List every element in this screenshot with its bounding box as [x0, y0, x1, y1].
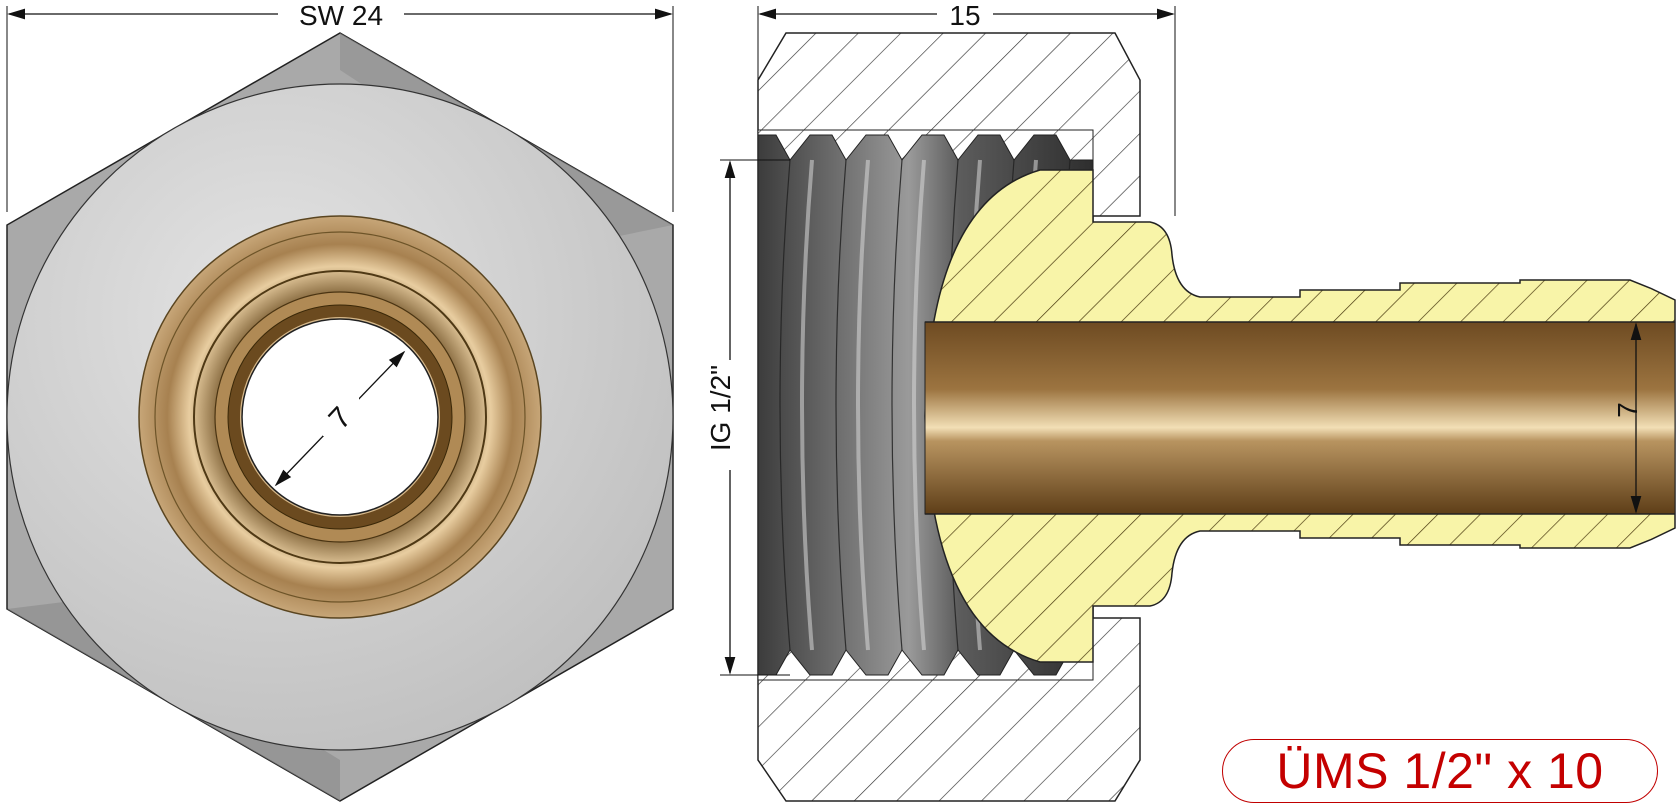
product-label: ÜMS 1/2" x 10: [1276, 743, 1604, 799]
bore-section-dimension-label: 7: [1612, 402, 1643, 418]
section-view: 15 IG 1/2" 7: [705, 0, 1676, 802]
length-dimension-label: 15: [949, 0, 980, 31]
front-view: 7 SW 24: [6, 0, 674, 802]
nipple-bore: [924, 321, 1676, 515]
sw-dimension-label: SW 24: [299, 0, 383, 31]
thread-dimension-label: IG 1/2": [705, 365, 736, 451]
product-label-badge: ÜMS 1/2" x 10: [1222, 739, 1658, 803]
